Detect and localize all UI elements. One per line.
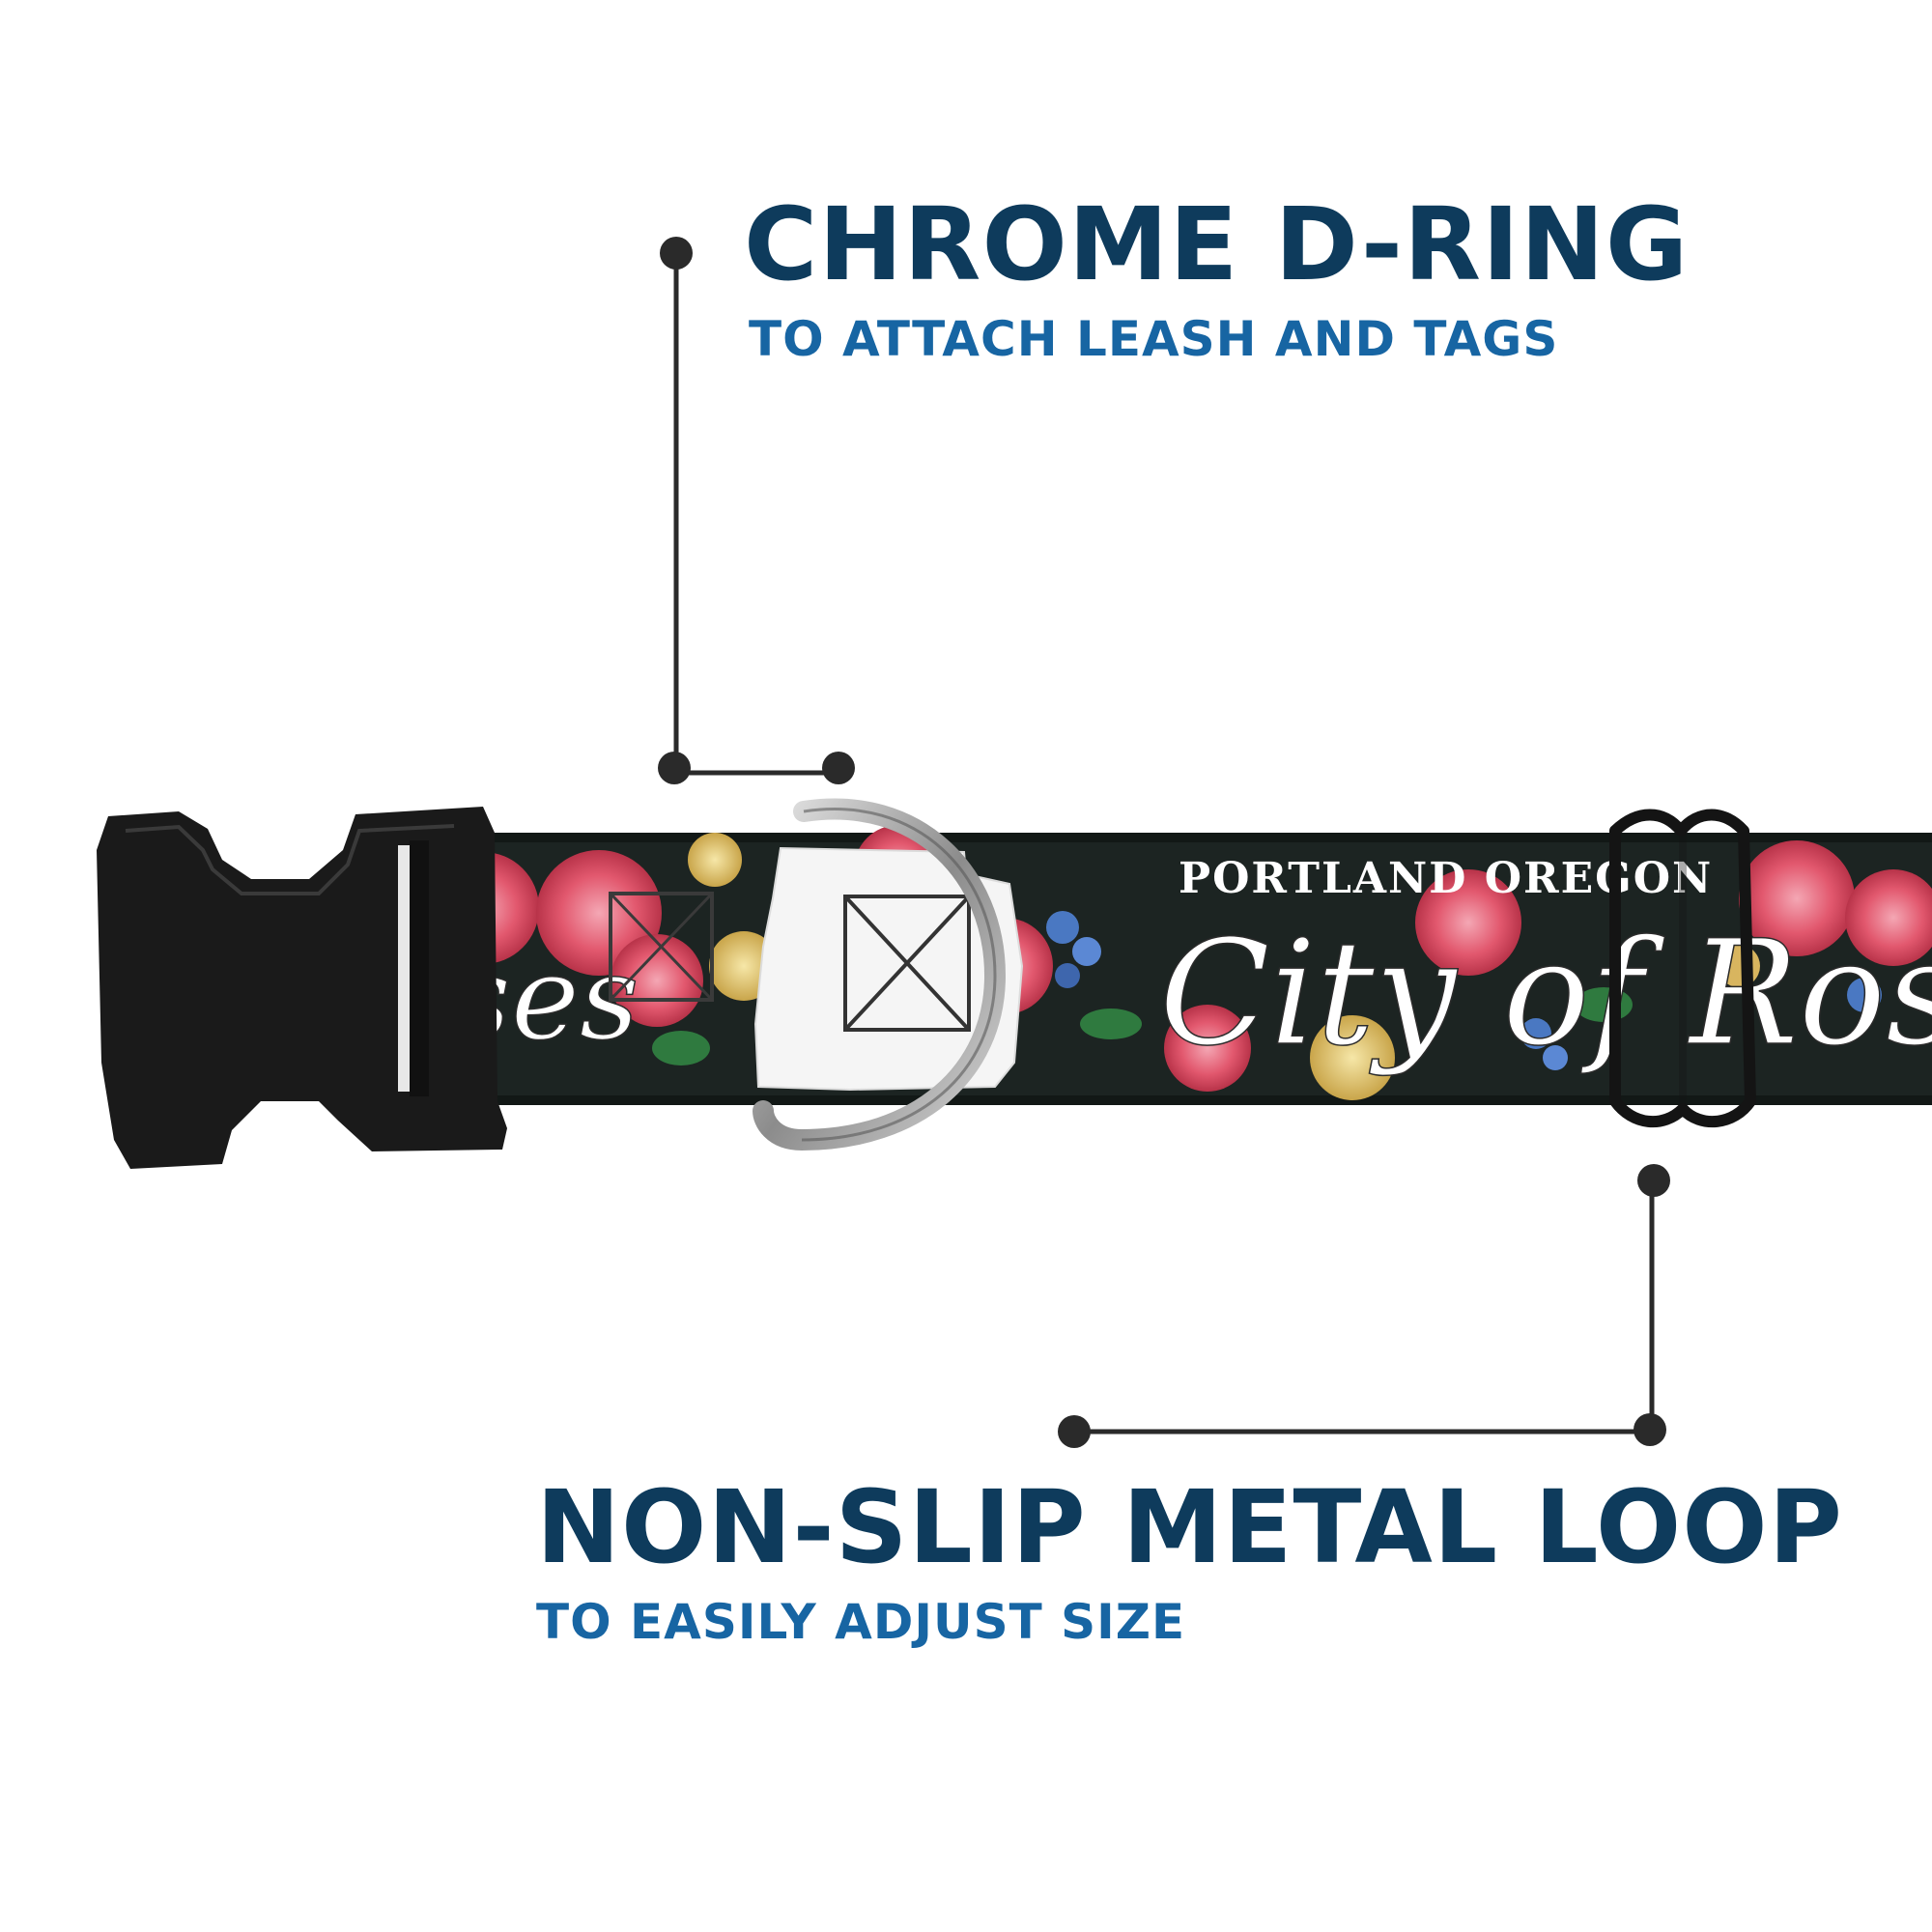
loop-leader-dot-top	[1637, 1164, 1670, 1197]
dring-leader-dot-mid	[658, 752, 691, 784]
loop-callout-title: NON-SLIP METAL LOOP	[536, 1468, 1843, 1586]
dring-leader-dot-top	[660, 237, 693, 270]
adjustment-loop	[1609, 809, 1756, 1128]
loop-leader-dot-end	[1058, 1415, 1091, 1448]
loop-callout-subtitle: TO EASILY ADJUST SIZE	[536, 1594, 1186, 1650]
dring-leader-dot-end	[822, 752, 855, 784]
loop-leader-dot-corner	[1634, 1413, 1666, 1446]
dring-leader-line	[673, 253, 838, 776]
side-release-buckle	[97, 807, 507, 1169]
chrome-d-ring	[753, 798, 1007, 1151]
collar-print-top-text: PORTLAND OREGON	[1179, 854, 1713, 903]
dring-callout-subtitle: TO ATTACH LEASH AND TAGS	[749, 311, 1559, 367]
loop-leader-line	[1074, 1180, 1655, 1435]
dring-callout-title: CHROME D-RING	[744, 185, 1690, 303]
collar-print-script-text: City of Roses	[1159, 910, 1932, 1078]
